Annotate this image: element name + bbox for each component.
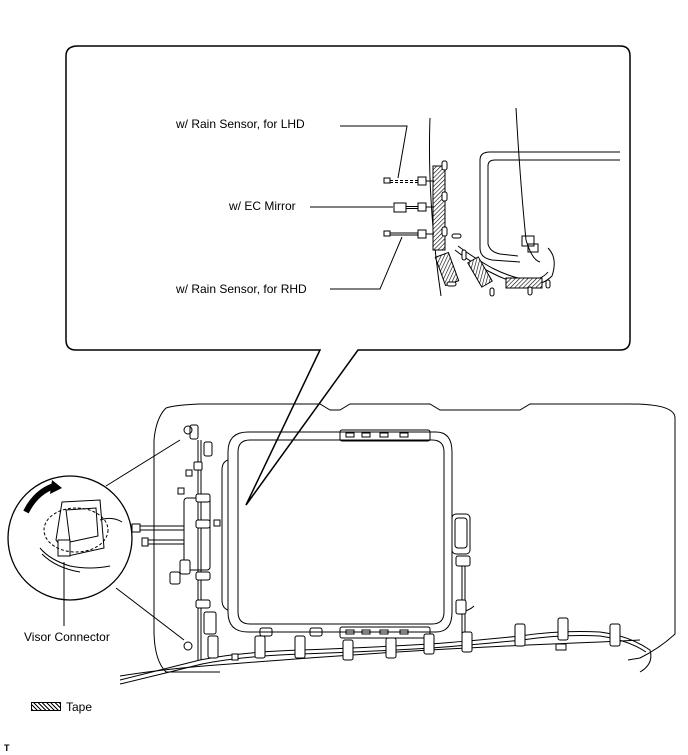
label-rain-sensor-lhd: w/ Rain Sensor, for LHD [176, 117, 305, 131]
dome-light [451, 513, 471, 555]
detail-callout-box [65, 45, 631, 506]
label-visor-connector: Visor Connector [24, 630, 110, 644]
callout-pointer-tip [245, 499, 251, 506]
detail-clips [441, 160, 551, 297]
detail-leader-lines [310, 125, 408, 290]
sunroof-opening [221, 431, 453, 633]
label-ec-mirror: w/ EC Mirror [229, 199, 296, 213]
harness-clamps [169, 461, 621, 661]
detail-tape-marks [432, 165, 543, 289]
magnifier-leader-lines [105, 439, 185, 641]
front-visor-harness [131, 424, 217, 660]
label-rain-sensor-rhd: w/ Rain Sensor, for RHD [176, 282, 307, 296]
visor-connector-magnifier [7, 475, 133, 626]
reference-code: T [4, 743, 10, 753]
detail-connectors [383, 176, 434, 239]
legend-tape-label: Tape [66, 700, 93, 714]
roof-hardware-strips [259, 429, 431, 639]
hatched-tape-icon [31, 702, 61, 711]
